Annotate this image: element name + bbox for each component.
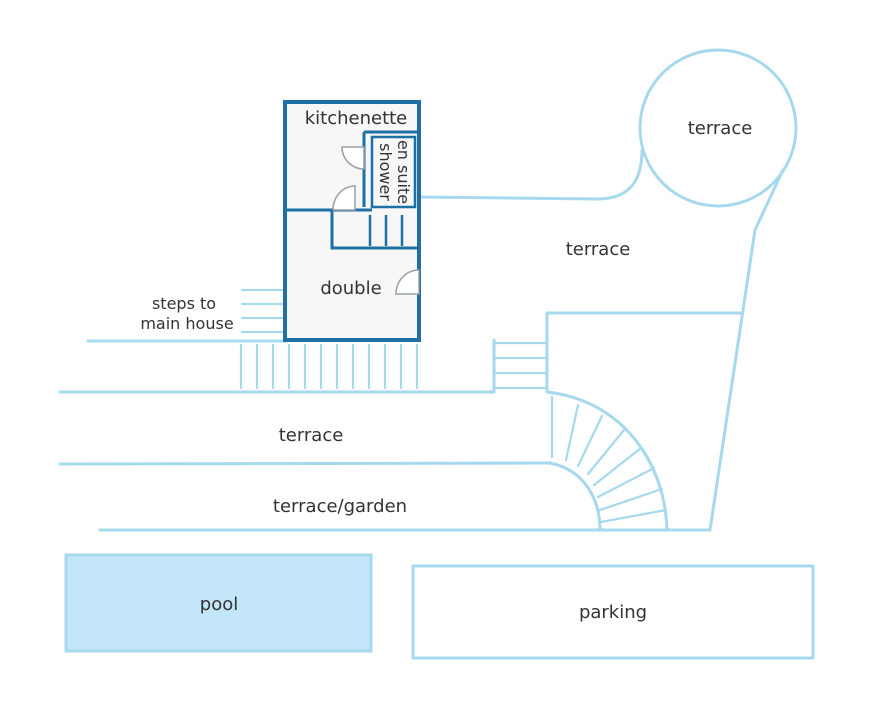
label-pool: pool [200,594,238,615]
label-terrace-circle: terrace [688,118,753,139]
double-room-door-icon[interactable] [395,269,420,295]
curved-stair-inner [548,461,602,532]
label-terrace-lower: terrace [279,425,344,446]
terrace-boundary-right [708,168,785,532]
building-interior [285,102,419,340]
label-terrace-upper: terrace [566,239,631,260]
curved-stair-treads [550,395,668,524]
label-shower: shower [376,143,395,201]
label-double: double [320,278,381,299]
terrace-circle-outline [638,48,798,208]
steps-east [494,341,547,390]
shower-stall [370,135,417,209]
label-steps-line2: main house [140,314,233,333]
curved-stair-outline [545,390,669,532]
stair-door-icon[interactable] [332,185,356,211]
label-parking: parking [579,602,647,623]
label-kitchenette: kitchenette [305,108,408,129]
internal-stair-wall [330,210,419,250]
shower-door-icon[interactable] [341,146,365,170]
steps-west [240,288,284,334]
label-en-suite: en suite [394,140,413,204]
parking-area [411,564,815,660]
terrace-step-block [545,311,742,392]
terrace-line-3 [58,461,552,466]
steps-south [239,343,419,390]
pool-area [64,553,373,653]
terrace-boundary-top [417,148,644,201]
building-outline [283,100,421,342]
internal-stair-treads [368,215,404,246]
label-steps-line1: steps to [152,294,216,313]
label-terrace-garden: terrace/garden [273,496,407,517]
